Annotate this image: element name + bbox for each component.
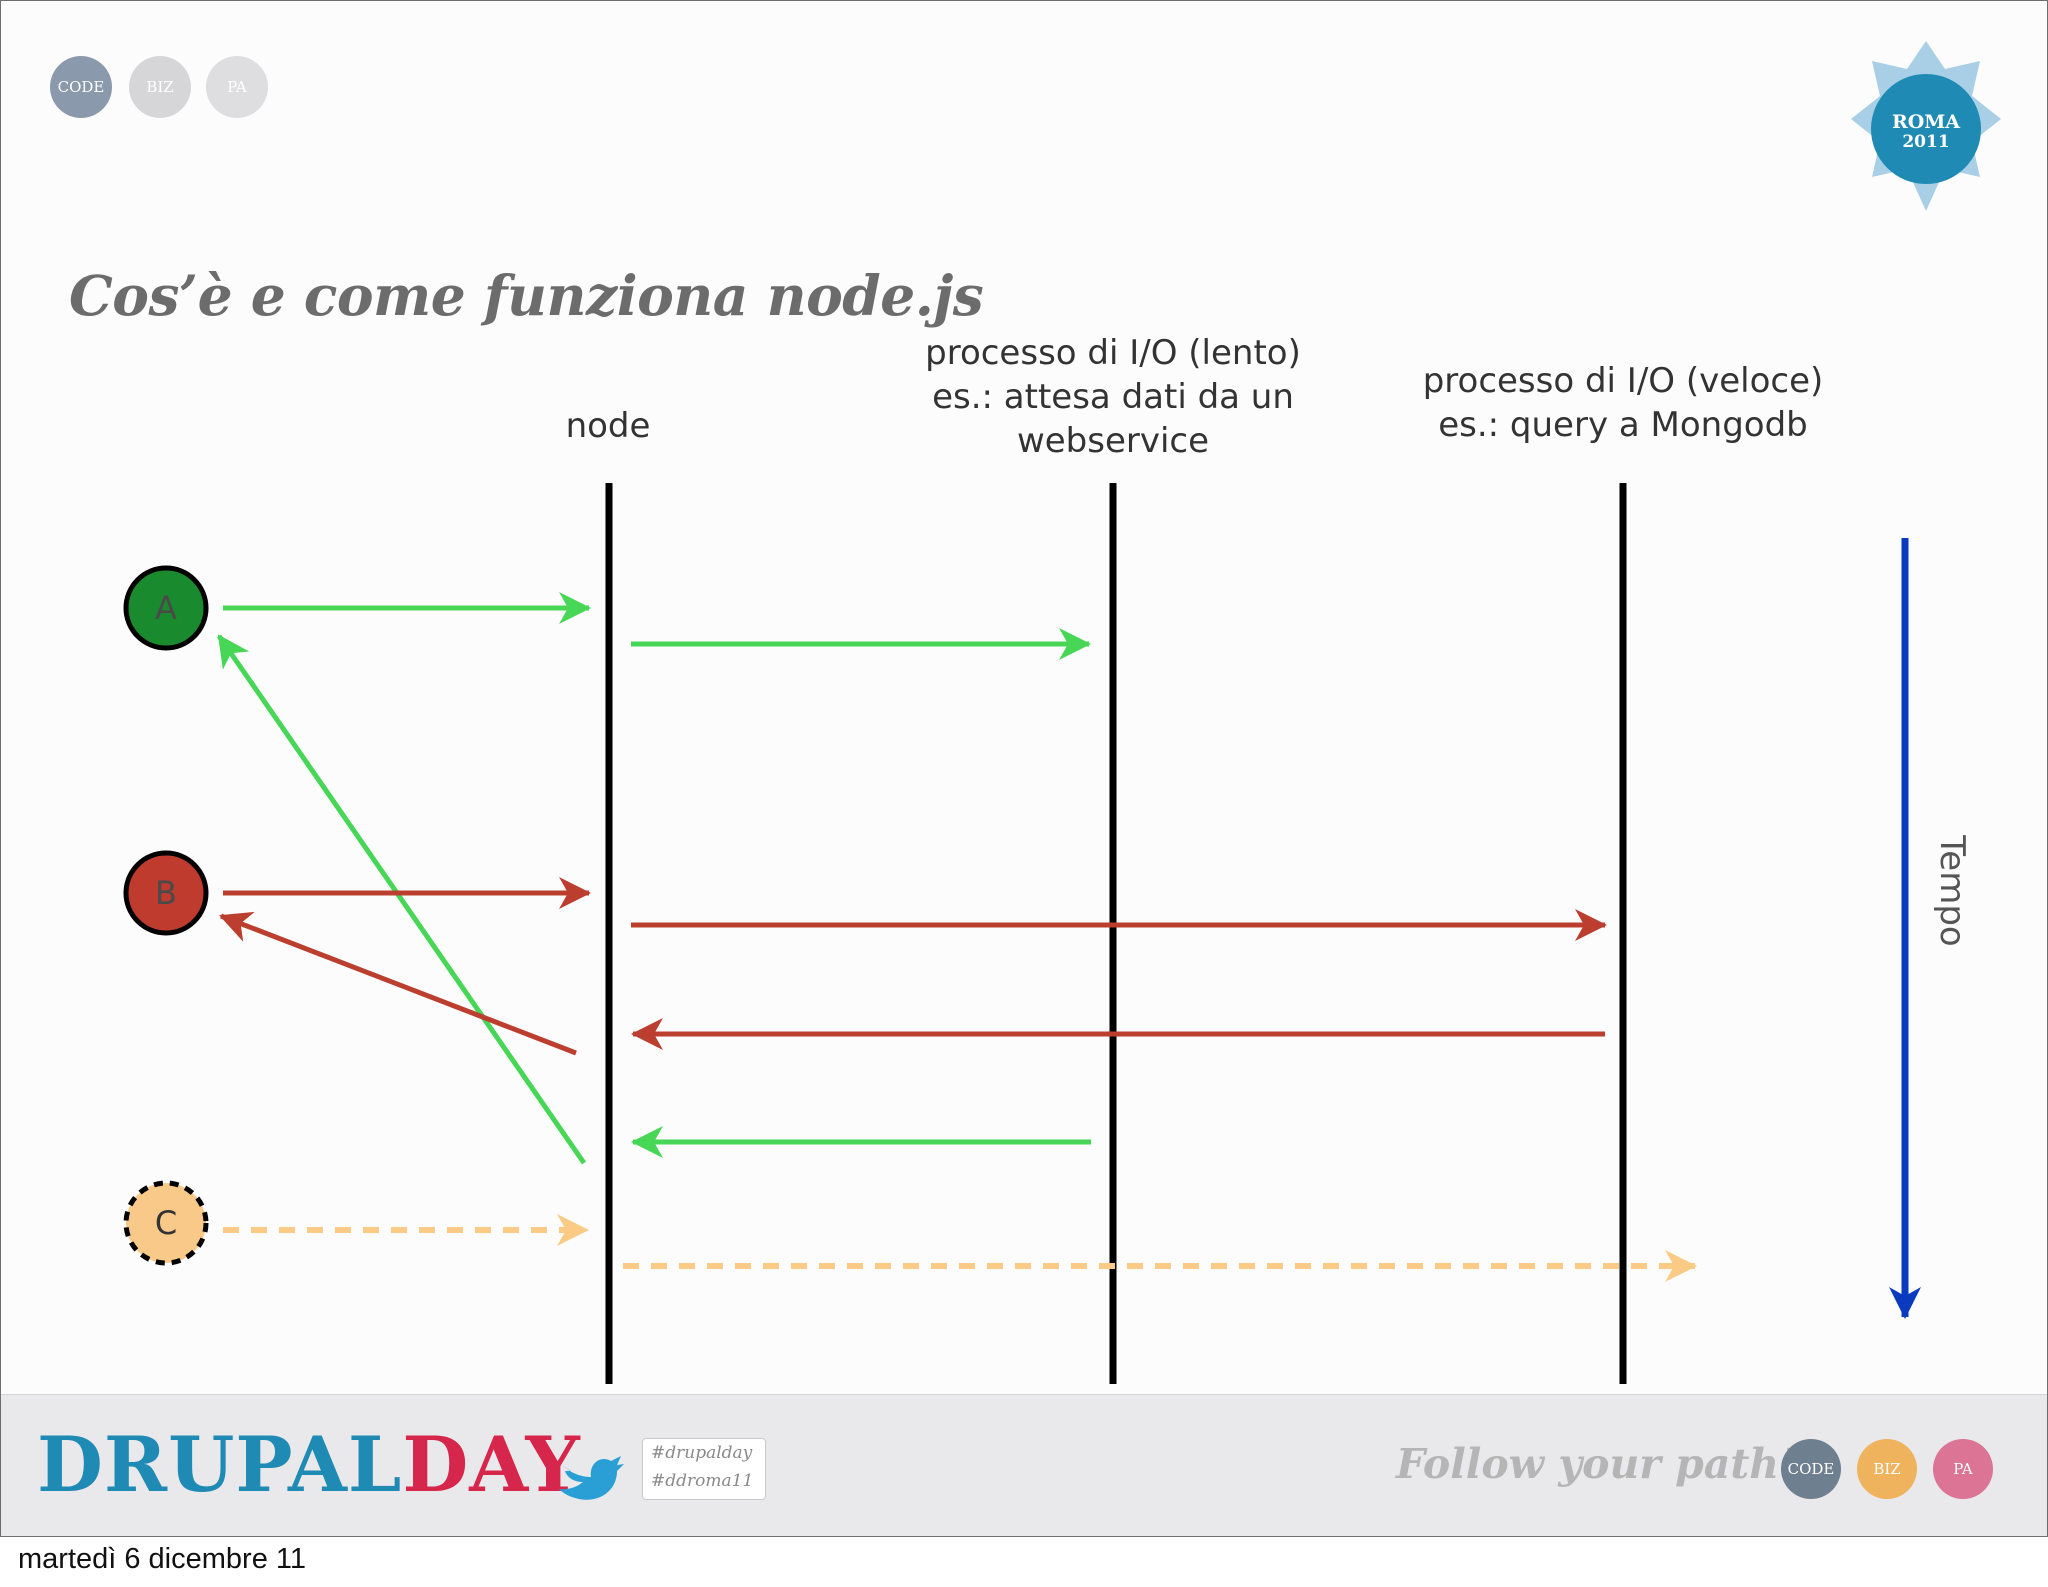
- lane-label-node: node: [565, 406, 651, 446]
- hashtag-drupalday: #drupalday: [651, 1443, 753, 1463]
- client-b-label: B: [155, 874, 177, 912]
- logo-roma-text: ROMA: [1892, 111, 1960, 133]
- lane-label-slow-io-line1: processo di I/O (lento): [925, 333, 1301, 373]
- date-caption: martedì 6 dicembre 11: [18, 1543, 306, 1575]
- lane-label-fast-io-line1: processo di I/O (veloce): [1422, 361, 1824, 401]
- logo-drop-circle: [1871, 74, 1981, 184]
- lane-label-slow-io-line3: webservice: [1016, 421, 1210, 461]
- time-axis-label: Tempo: [1932, 834, 1972, 946]
- arrow-node-to-a: [216, 634, 587, 1165]
- client-b-node: [123, 850, 209, 936]
- brand-part-day: DAY: [402, 1420, 581, 1509]
- lane-label-fast-io: processo di I/O (veloce) es.: query a Mo…: [1373, 359, 1873, 447]
- lane-label-slow-io: processo di I/O (lento) es.: attesa dati…: [863, 331, 1363, 463]
- tagline: Follow your path!: [1396, 1440, 1798, 1488]
- client-a-label: A: [155, 589, 177, 627]
- roma-2011-logo: ROMA 2011: [1851, 41, 2001, 211]
- arrow-node-to-b: [219, 911, 577, 1056]
- footer-bar: DRUPALDAY #drupalday #ddroma11 Follow yo…: [1, 1394, 2047, 1536]
- footer-badge-pa: PA: [1933, 1439, 1993, 1499]
- drupalday-logo: DRUPALDAY: [37, 1425, 581, 1505]
- logo-year-text: 2011: [1902, 132, 1949, 152]
- sequence-diagram: A B C Tempo: [123, 483, 1972, 1384]
- hashtag-ddroma11: #ddroma11: [651, 1471, 754, 1491]
- brand-part-drupal: DRUPAL: [37, 1420, 403, 1509]
- slide-title: Cos’è e come funziona node.js: [69, 263, 984, 328]
- footer-badge-biz: BIZ: [1857, 1439, 1917, 1499]
- client-c-label: C: [155, 1204, 177, 1242]
- header-badge-pa: PA: [206, 56, 268, 118]
- hashtag-box: #drupalday #ddroma11: [642, 1438, 766, 1500]
- header-badge-code: CODE: [50, 56, 112, 118]
- lane-label-fast-io-line2: es.: query a Mongodb: [1438, 405, 1808, 445]
- twitter-bird-icon: [559, 1456, 624, 1500]
- header-badge-biz: BIZ: [129, 56, 191, 118]
- client-a-node: [123, 565, 209, 651]
- client-c-node: [123, 1180, 209, 1266]
- slide: CODE BIZ PA ROMA 2011 Cos’è e come funzi…: [0, 0, 2048, 1537]
- lane-label-slow-io-line2: es.: attesa dati da un: [932, 377, 1294, 417]
- footer-badge-code: CODE: [1781, 1439, 1841, 1499]
